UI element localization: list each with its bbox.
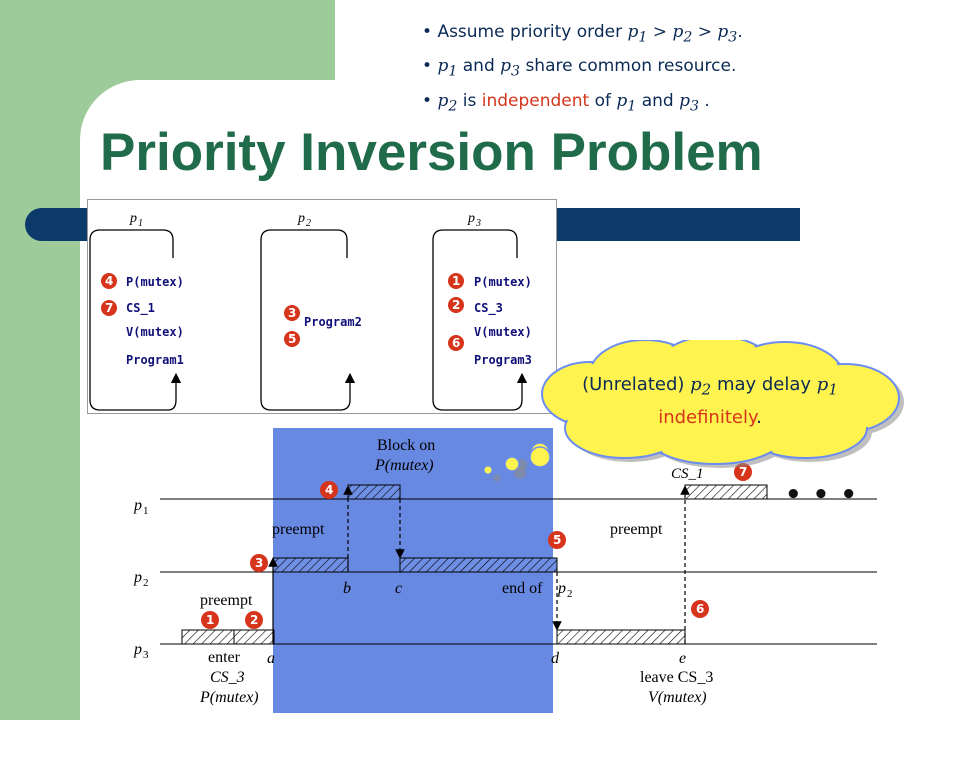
callout-text: (Unrelated) p2 may delay p1 indefinitely…: [582, 374, 838, 428]
block-on-label: Block on: [377, 437, 435, 454]
seg-p3-1: [181, 629, 235, 645]
code-badge-2: 2: [448, 297, 464, 313]
timeline-badge-5: 5: [548, 531, 566, 549]
svg-text:6: 6: [696, 602, 704, 616]
timeline-badge-6: 6: [691, 600, 709, 618]
row-label-p1-sub: 1: [143, 505, 149, 517]
svg-text:5: 5: [553, 533, 561, 547]
leave-mutex: V(mutex): [648, 689, 707, 706]
code-badge-6: 6: [448, 335, 464, 351]
timeline-badge-2: 2: [245, 611, 263, 629]
svg-text:5: 5: [288, 332, 296, 346]
tick-d: d: [551, 650, 560, 667]
seg-p3-3: [556, 629, 686, 645]
seg-p2-2: [399, 557, 558, 573]
row-label-p2-sub: 2: [143, 577, 149, 589]
bullet-2: • p1 and p3 share common resource.: [422, 56, 737, 80]
code-p3-line-3: V(mutex): [474, 325, 532, 339]
tick-b: b: [343, 580, 351, 597]
svg-text:1: 1: [206, 613, 214, 627]
thought-bubbles: [483, 446, 551, 482]
code-p3-loop: [432, 229, 528, 411]
svg-text:7: 7: [105, 301, 113, 315]
svg-text:7: 7: [739, 465, 747, 479]
code-p2-name: p: [297, 211, 305, 226]
code-p1-line-2: CS_1: [126, 301, 155, 316]
svg-text:2: 2: [250, 613, 258, 627]
code-p1-line-1: P(mutex): [126, 275, 184, 289]
svg-text:1: 1: [452, 274, 460, 288]
end-of-label: end of: [502, 580, 543, 597]
leave-label: leave CS_3: [640, 669, 713, 686]
code-diagram: p 1 P(mutex) CS_1 V(mutex) Program1 4 7 …: [89, 211, 532, 411]
code-p1-line-3: V(mutex): [126, 325, 184, 339]
svg-text:4: 4: [325, 483, 333, 497]
row-label-p2: p: [133, 569, 142, 586]
preempt-label-2: preempt: [200, 592, 253, 609]
code-p3-sub: 3: [475, 218, 481, 229]
timeline-diagram: p 1 p 2 p 3 Block on P(mutex) preempt pr…: [133, 428, 877, 713]
bullet-1: • Assume priority order p1 > p2 > p3.: [422, 22, 743, 46]
preempt-label-1: preempt: [272, 521, 325, 538]
svg-text:3: 3: [288, 306, 296, 320]
slide-title: Priority Inversion Problem: [100, 123, 763, 182]
timeline-badge-1: 1: [201, 611, 219, 629]
preempt-label-3: preempt: [610, 521, 663, 538]
code-p3-line-4: Program3: [474, 353, 532, 367]
seg-p1-1: [347, 484, 401, 500]
code-p1-line-4: Program1: [126, 353, 184, 367]
code-badge-3: 3: [284, 305, 300, 321]
code-p3-name: p: [467, 211, 475, 226]
code-p3-line-1: P(mutex): [474, 275, 532, 289]
timeline-badge-3: 3: [250, 554, 268, 572]
end-of-p: p: [557, 580, 566, 597]
row-label-p1: p: [133, 497, 142, 514]
code-badge-4: 4: [101, 273, 117, 289]
thought-cloud: [510, 340, 904, 470]
row-label-p3-sub: 3: [143, 649, 149, 661]
code-badge-7: 7: [101, 300, 117, 316]
code-p2-line-1: Program2: [304, 315, 362, 329]
tick-e: e: [679, 650, 686, 667]
svg-text:4: 4: [105, 274, 113, 288]
tick-a: a: [267, 650, 275, 667]
code-p3-line-2: CS_3: [474, 301, 503, 316]
seg-p3-2: [233, 629, 275, 645]
ellipsis: • • •: [785, 480, 858, 510]
code-p1-name: p: [129, 211, 137, 226]
block-on-mutex: P(mutex): [374, 457, 434, 474]
timeline-badge-4: 4: [320, 481, 338, 499]
bullet-list: • Assume priority order p1 > p2 > p3. • …: [422, 18, 743, 121]
enter-label: enter: [208, 649, 241, 666]
code-badge-1: 1: [448, 273, 464, 289]
timeline-badge-7: 7: [734, 463, 752, 481]
svg-text:2: 2: [452, 298, 460, 312]
code-p2-sub: 2: [306, 218, 311, 229]
code-p2-loop: [260, 229, 356, 411]
svg-text:3: 3: [255, 556, 263, 570]
code-panel: p 1 P(mutex) CS_1 V(mutex) Program1 4 7 …: [87, 199, 557, 414]
row-label-p3: p: [133, 641, 142, 658]
end-of-sub: 2: [567, 588, 573, 600]
code-p1-loop: [89, 229, 182, 411]
code-p1-sub: 1: [138, 218, 143, 229]
bullet-3: • p2 is independent of p1 and p3 .: [422, 90, 710, 115]
code-badge-5: 5: [284, 331, 300, 347]
seg-p2-1: [272, 557, 349, 573]
svg-text:6: 6: [452, 336, 460, 350]
cs1-label: CS_1: [671, 466, 704, 482]
tick-c: c: [395, 580, 402, 597]
enter-cs: CS_3: [210, 669, 245, 686]
enter-mutex: P(mutex): [199, 689, 259, 706]
seg-p1-2: [684, 484, 768, 500]
